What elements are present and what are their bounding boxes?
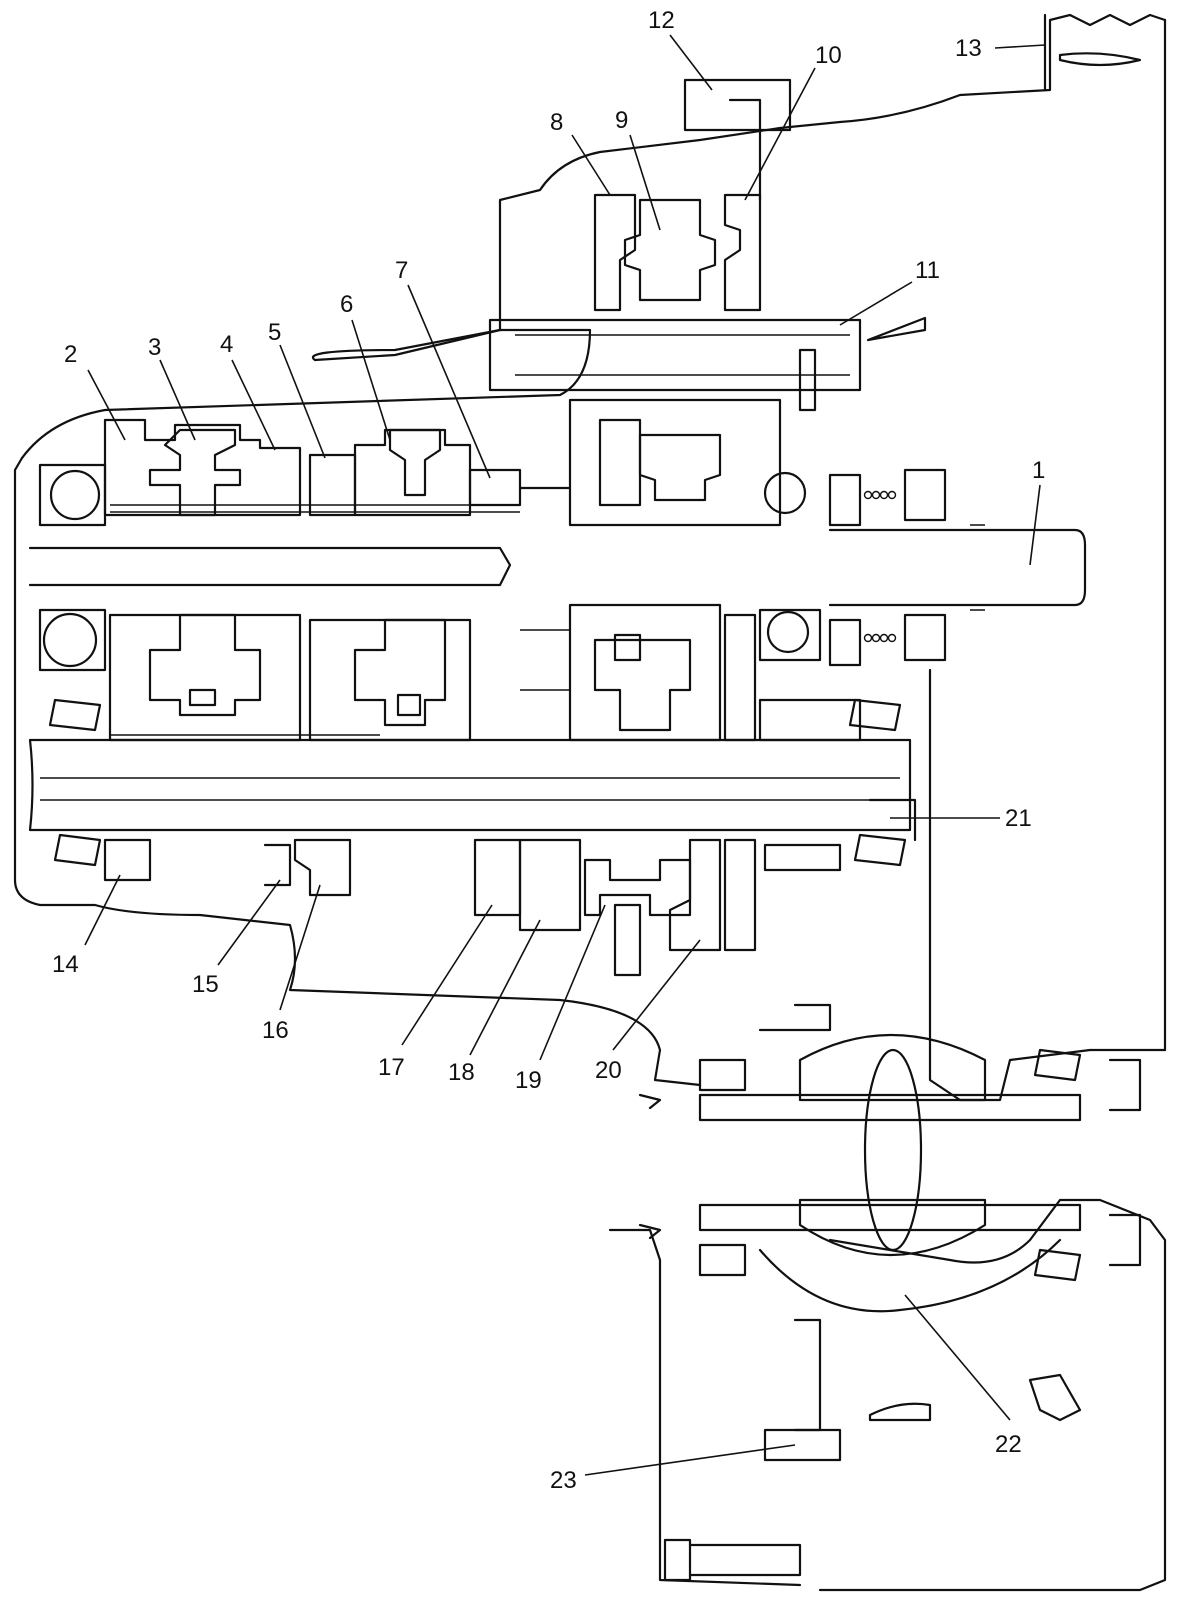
callout-20: 20 — [595, 1057, 622, 1084]
callout-5: 5 — [268, 319, 281, 346]
callout-17: 17 — [378, 1054, 405, 1081]
callout-16: 16 — [262, 1017, 289, 1044]
counter-shaft — [28, 738, 917, 842]
lower-boss — [663, 1318, 932, 1582]
callout-10: 10 — [815, 42, 842, 69]
callout-15: 15 — [192, 971, 219, 998]
mounting-flange — [1028, 13, 1082, 1422]
callout-23: 23 — [550, 1467, 577, 1494]
counter-shaft-gear-cluster — [38, 471, 862, 742]
callout-21: 21 — [1005, 805, 1032, 832]
callout-2: 2 — [64, 341, 77, 368]
callout-4: 4 — [220, 331, 233, 358]
callout-14: 14 — [52, 951, 79, 978]
callout-19: 19 — [515, 1067, 542, 1094]
callout-3: 3 — [148, 334, 161, 361]
callout-11: 11 — [915, 257, 940, 284]
lower-gear-cluster — [103, 838, 842, 977]
callout-18: 18 — [448, 1059, 475, 1086]
callout-leader-lines — [84, 34, 1046, 1476]
callout-12: 12 — [648, 7, 675, 34]
transmission-housing — [13, 13, 1167, 1592]
callout-13: 13 — [955, 35, 982, 62]
input-seal-assembly — [638, 468, 1142, 1267]
callout-1: 1 — [1032, 457, 1045, 484]
callout-9: 9 — [615, 107, 628, 134]
callout-labels: 1 2 3 4 5 6 7 8 9 10 11 12 13 14 15 16 1… — [52, 7, 1045, 1494]
upper-gear-assembly — [488, 78, 862, 527]
callout-7: 7 — [395, 257, 408, 284]
input-shaft-gear-cluster — [38, 418, 572, 527]
input-shaft — [28, 524, 1087, 611]
differential-assembly — [698, 1003, 1082, 1313]
callout-8: 8 — [550, 109, 563, 136]
callout-6: 6 — [340, 291, 353, 318]
callout-22: 22 — [995, 1431, 1022, 1458]
tapered-bearings — [48, 698, 1082, 1282]
